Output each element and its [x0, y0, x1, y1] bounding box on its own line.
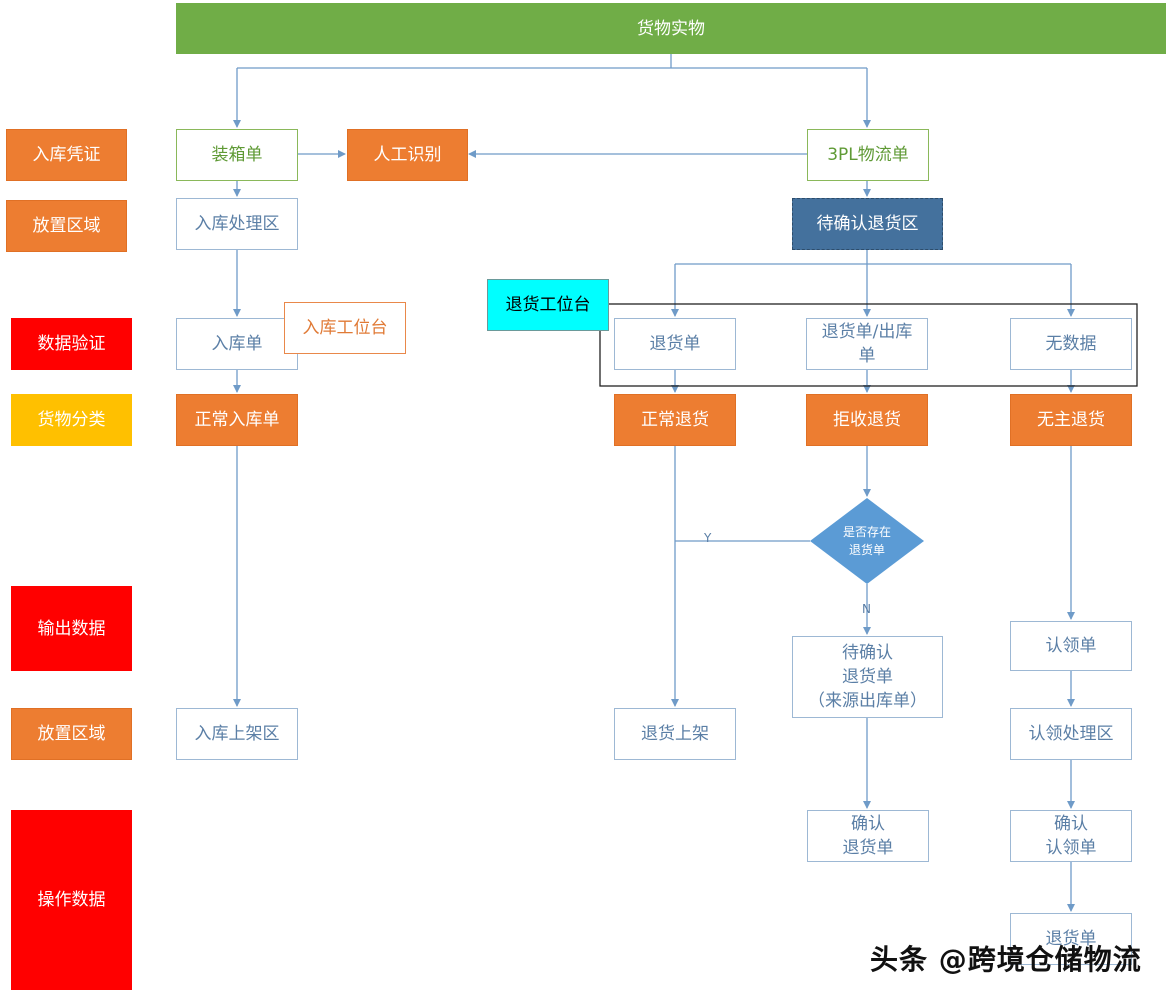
return-workstation-frame	[599, 303, 1138, 387]
edge-label-yes: Y	[704, 531, 712, 545]
row-label-output-data: 输出数据	[11, 586, 132, 671]
node-manual-identification: 人工识别	[347, 129, 468, 181]
node-confirm-return-order: 确认 退货单	[807, 810, 929, 862]
node-confirm-claim-order: 确认 认领单	[1010, 810, 1132, 862]
node-claim-order: 认领单	[1010, 621, 1132, 671]
edge-label-no: N	[862, 602, 871, 616]
node-normal-inbound-order: 正常入库单	[176, 394, 298, 446]
node-inbound-shelving-area: 入库上架区	[176, 708, 298, 760]
watermark-text: 头条 @跨境仓储物流	[870, 943, 1142, 976]
row-label-data-validation: 数据验证	[11, 318, 132, 370]
node-return-order: 退货单	[614, 318, 736, 370]
node-return-shelving: 退货上架	[614, 708, 736, 760]
node-packing-list: 装箱单	[176, 129, 298, 181]
node-claim-processing-area: 认领处理区	[1010, 708, 1132, 760]
node-pending-confirm-return-order: 待确认 退货单 （来源出库单）	[792, 636, 943, 718]
node-inbound-workstation: 入库工位台	[284, 302, 406, 354]
node-return-workstation: 退货工位台	[487, 279, 609, 331]
node-pending-return-area: 待确认退货区	[792, 198, 943, 250]
node-inbound-order: 入库单	[176, 318, 298, 370]
node-rejected-return: 拒收退货	[806, 394, 928, 446]
row-label-placement-area-1: 放置区域	[6, 200, 127, 252]
row-label-goods-classification: 货物分类	[11, 394, 132, 446]
node-3pl-waybill: 3PL物流单	[807, 129, 929, 181]
row-label-placement-area-2: 放置区域	[11, 708, 132, 760]
node-inbound-processing-area: 入库处理区	[176, 198, 298, 250]
node-normal-return: 正常退货	[614, 394, 736, 446]
node-no-data: 无数据	[1010, 318, 1132, 370]
decision-diamond	[810, 498, 924, 584]
node-ownerless-return: 无主退货	[1010, 394, 1132, 446]
node-return-order-final: 退货单	[1010, 913, 1132, 965]
row-label-inbound-voucher: 入库凭证	[6, 129, 127, 181]
goods-physical-bar: 货物实物	[176, 3, 1166, 54]
decision-label: 是否存在 退货单	[842, 525, 891, 557]
row-label-operation-data: 操作数据	[11, 810, 132, 990]
node-return-outbound-order: 退货单/出库 单	[806, 318, 928, 370]
